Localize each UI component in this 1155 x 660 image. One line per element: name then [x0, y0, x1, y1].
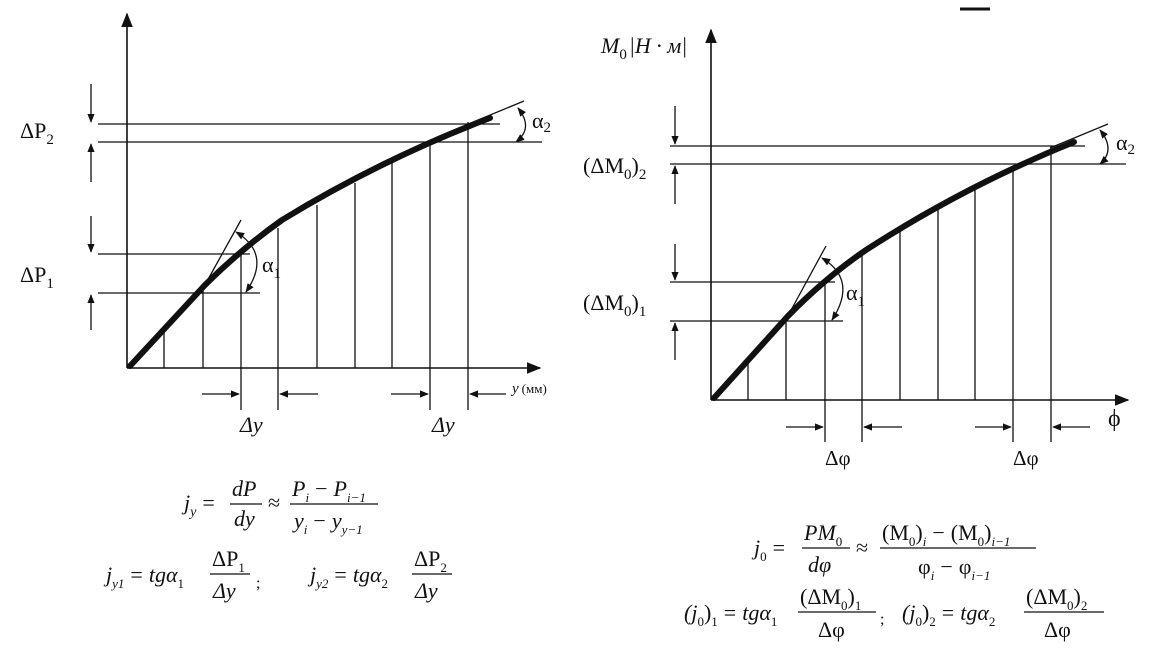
left-diagram: ΔP2 ΔP1 α1 α2 Δy Δy y(мм) [20, 12, 551, 437]
left-formulas: jy= dP dy ≈ Pi−Pi−1 yi−yy−1 jy1=tgα1 ΔP1… [103, 476, 452, 603]
formula-jy-lhs: jy= [181, 490, 215, 520]
right-curve [711, 139, 1077, 401]
left-tangent-1 [205, 219, 242, 284]
right-formulas: j0= PM0 dφ ≈ (M0)i−(M0)i−1 φi−φi−1 (j0)1… [684, 520, 1104, 642]
right-alpha2-arc [1099, 129, 1109, 165]
formula-dP: dP [232, 476, 256, 501]
formula-semicolon: ; [256, 575, 260, 592]
formula-right-denominator: φi−φi−1 [918, 554, 990, 583]
right-alpha1-label: α1 [846, 280, 865, 310]
formula-jy2: jy2=tgα2 [307, 562, 388, 591]
right-delta-m1-label: (ΔM0)1 [583, 290, 646, 320]
right-alpha1-arc [821, 257, 844, 321]
right-delta-m2-label: (ΔM0)2 [583, 153, 646, 183]
right-ordinate-lines [747, 146, 1052, 400]
right-delta-phi1-label: Δφ [825, 446, 851, 470]
formula-dphi2: Δφ [1044, 617, 1071, 642]
left-alpha1-arc [235, 231, 258, 293]
left-ordinate-lines [163, 122, 469, 368]
formula-approx: ≈ [268, 490, 280, 515]
left-delta-p1-label: ΔP1 [20, 262, 54, 292]
formula-dphi: dφ [808, 552, 831, 577]
formula-dy: dy [234, 506, 255, 531]
formula-j01: (j0)1=tgα1 [684, 600, 777, 629]
left-x-axis-label: y(мм) [510, 381, 547, 397]
left-alpha2-arc [515, 107, 527, 143]
right-diagram: M0|H · м| (ΔM0)2 (ΔM0)1 α1 α2 Δφ Δφ ϕ [583, 28, 1135, 470]
right-tangent-1 [789, 245, 827, 313]
formula-dp1: ΔP1 [212, 546, 245, 575]
left-alpha2-label: α2 [532, 108, 551, 136]
right-alpha2-label: α2 [1116, 130, 1135, 158]
right-tangent-2 [1049, 123, 1109, 149]
formula-dy1: Δy [212, 578, 236, 603]
right-delta-phi2-label: Δφ [1013, 446, 1039, 470]
right-y-axis-label: M0|H · м| [600, 33, 687, 63]
left-delta-p2-label: ΔP2 [20, 118, 54, 148]
formula-jy1: jy1=tgα1 [103, 562, 184, 591]
left-alpha1-label: α1 [262, 252, 281, 282]
right-x-axis-label: ϕ [1108, 406, 1121, 432]
formula-denominator: yi−yy−1 [292, 508, 363, 537]
formula-approx-right: ≈ [856, 535, 868, 560]
formula-j02: (j0)2=tgα2 [902, 600, 995, 629]
formula-numerator: Pi−Pi−1 [291, 476, 366, 505]
formula-dm2: (ΔM0)2 [1026, 584, 1087, 613]
left-curve [127, 115, 493, 369]
formula-dp2: ΔP2 [414, 546, 447, 575]
formula-j0-lhs: j0= [751, 535, 785, 564]
formula-right-numerator: (M0)i−(M0)i−1 [882, 520, 1010, 549]
formula-pm0: PM0 [803, 520, 842, 549]
formula-dy2: Δy [414, 578, 438, 603]
left-delta-y1-label: Δy [239, 412, 263, 437]
formula-dm1: (ΔM0)1 [800, 584, 861, 613]
formula-dphi1: Δφ [818, 617, 845, 642]
formula-semicolon-right: ; [880, 611, 884, 628]
left-delta-y2-label: Δy [431, 412, 455, 437]
